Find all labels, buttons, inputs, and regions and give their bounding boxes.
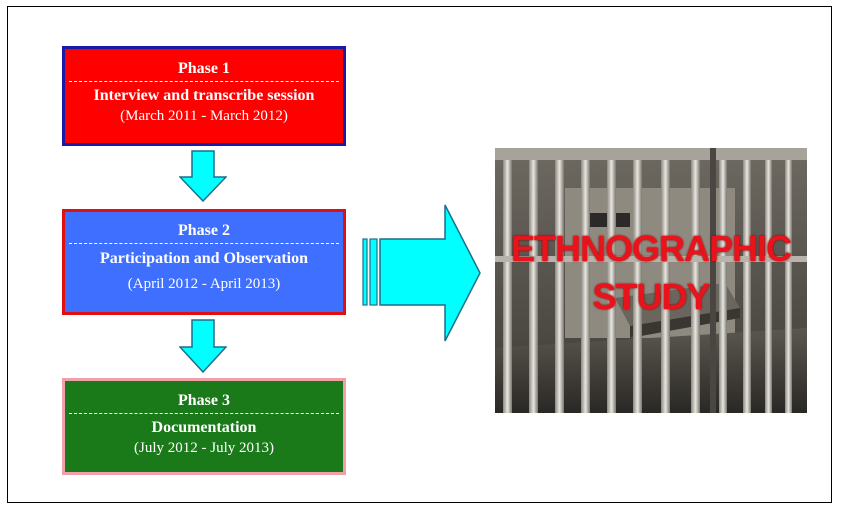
image-label-line-1: ETHNOGRAPHIC xyxy=(510,228,792,269)
down-arrow-icon xyxy=(179,319,227,373)
phase-1-description: Interview and transcribe session xyxy=(93,87,315,104)
phase-3-divider xyxy=(69,413,339,414)
phase-2-divider xyxy=(69,243,339,244)
image-label-line-2: STUDY xyxy=(592,276,710,317)
phase-1-title: Phase 1 xyxy=(178,60,230,77)
phase-2-period: (April 2012 - April 2013) xyxy=(127,276,281,292)
phase-1-box: Phase 1 Interview and transcribe session… xyxy=(62,46,346,146)
phase-2-description: Participation and Observation xyxy=(99,250,308,267)
prison-cell-image: ETHNOGRAPHIC STUDY xyxy=(495,148,807,413)
phase-2-box: Phase 2 Participation and Observation (A… xyxy=(62,209,346,315)
down-arrow-icon xyxy=(179,150,227,202)
phase-3-box: Phase 3 Documentation (July 2012 - July … xyxy=(62,378,346,475)
phase-1-divider xyxy=(69,81,339,82)
phase-1-period: (March 2011 - March 2012) xyxy=(120,108,288,124)
phase-2-title: Phase 2 xyxy=(178,222,230,239)
phase-3-title: Phase 3 xyxy=(178,392,230,409)
phase-3-description: Documentation xyxy=(151,419,257,436)
phase-3-period: (July 2012 - July 2013) xyxy=(134,440,274,456)
striped-right-arrow-icon xyxy=(362,204,481,342)
prison-cell-illustration xyxy=(495,148,807,413)
